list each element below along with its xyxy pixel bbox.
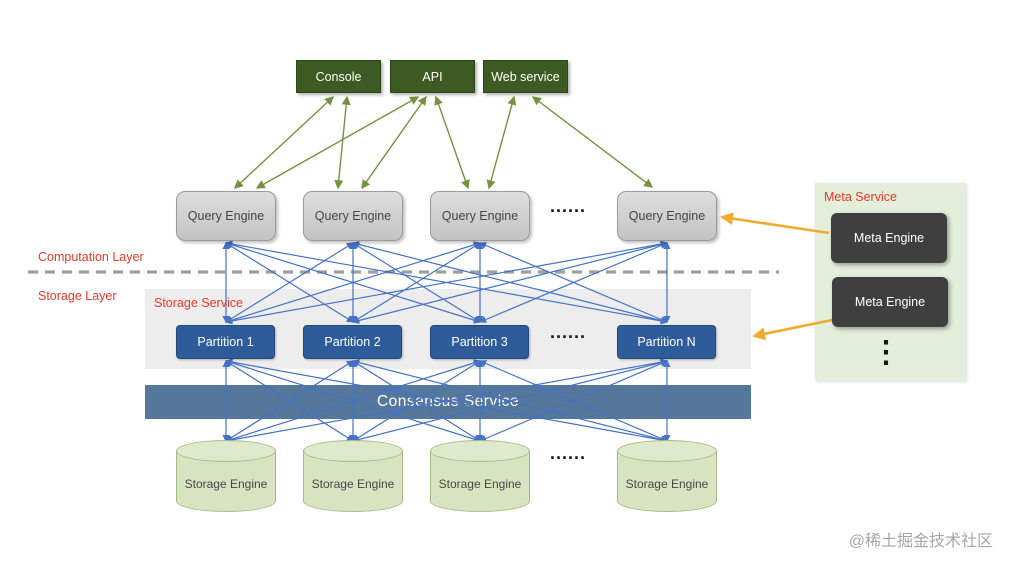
partition-3: Partition 3 bbox=[430, 325, 529, 359]
green-arrow bbox=[334, 95, 351, 190]
partition-n: Partition N bbox=[617, 325, 716, 359]
query-engine-2: Query Engine bbox=[303, 191, 403, 241]
partition-2: Partition 2 bbox=[303, 325, 402, 359]
watermark: @稀土掘金技术社区 bbox=[848, 533, 993, 550]
green-arrow bbox=[486, 95, 517, 190]
cylinder-top bbox=[176, 440, 276, 462]
storage-engine-label: Storage Engine bbox=[184, 477, 268, 491]
meta-engine-2: Meta Engine bbox=[832, 277, 948, 327]
meta-ellipsis: ⋮ bbox=[871, 336, 901, 369]
api-box: API bbox=[390, 60, 475, 93]
query-engine-1: Query Engine bbox=[176, 191, 276, 241]
meta-service-title: Meta Service bbox=[824, 190, 897, 204]
partition-1: Partition 1 bbox=[176, 325, 275, 359]
storage-engine-3: Storage Engine bbox=[430, 440, 530, 512]
storage-service-title: Storage Service bbox=[154, 296, 243, 310]
storage-engine-label: Storage Engine bbox=[438, 477, 522, 491]
query-engine-3: Query Engine bbox=[430, 191, 530, 241]
console-box: Console bbox=[296, 60, 381, 93]
meta-engine-1: Meta Engine bbox=[831, 213, 947, 263]
green-arrow bbox=[531, 96, 654, 188]
storage-engine-1: Storage Engine bbox=[176, 440, 276, 512]
cylinder-top bbox=[617, 440, 717, 462]
query-engine-ellipsis: ...... bbox=[549, 196, 586, 216]
storage-engine-4: Storage Engine bbox=[617, 440, 717, 512]
storage-engine-ellipsis: ...... bbox=[549, 443, 586, 463]
storage-engine-label: Storage Engine bbox=[625, 477, 709, 491]
computation-layer-label: Computation Layer bbox=[38, 250, 144, 264]
storage-layer-label: Storage Layer bbox=[38, 289, 117, 303]
green-arrow bbox=[434, 95, 470, 190]
orange-arrow bbox=[752, 316, 843, 341]
query-engine-4: Query Engine bbox=[617, 191, 717, 241]
green-arrow bbox=[233, 96, 335, 189]
blue-arrow bbox=[479, 360, 668, 442]
orange-arrow bbox=[720, 212, 830, 235]
cylinder-top bbox=[303, 440, 403, 462]
partition-ellipsis: ...... bbox=[549, 322, 586, 342]
storage-engine-2: Storage Engine bbox=[303, 440, 403, 512]
cylinder-top bbox=[430, 440, 530, 462]
blue-arrow bbox=[479, 242, 668, 323]
storage-engine-label: Storage Engine bbox=[311, 477, 395, 491]
web-service-box: Web service bbox=[483, 60, 568, 93]
green-arrow bbox=[361, 95, 427, 190]
